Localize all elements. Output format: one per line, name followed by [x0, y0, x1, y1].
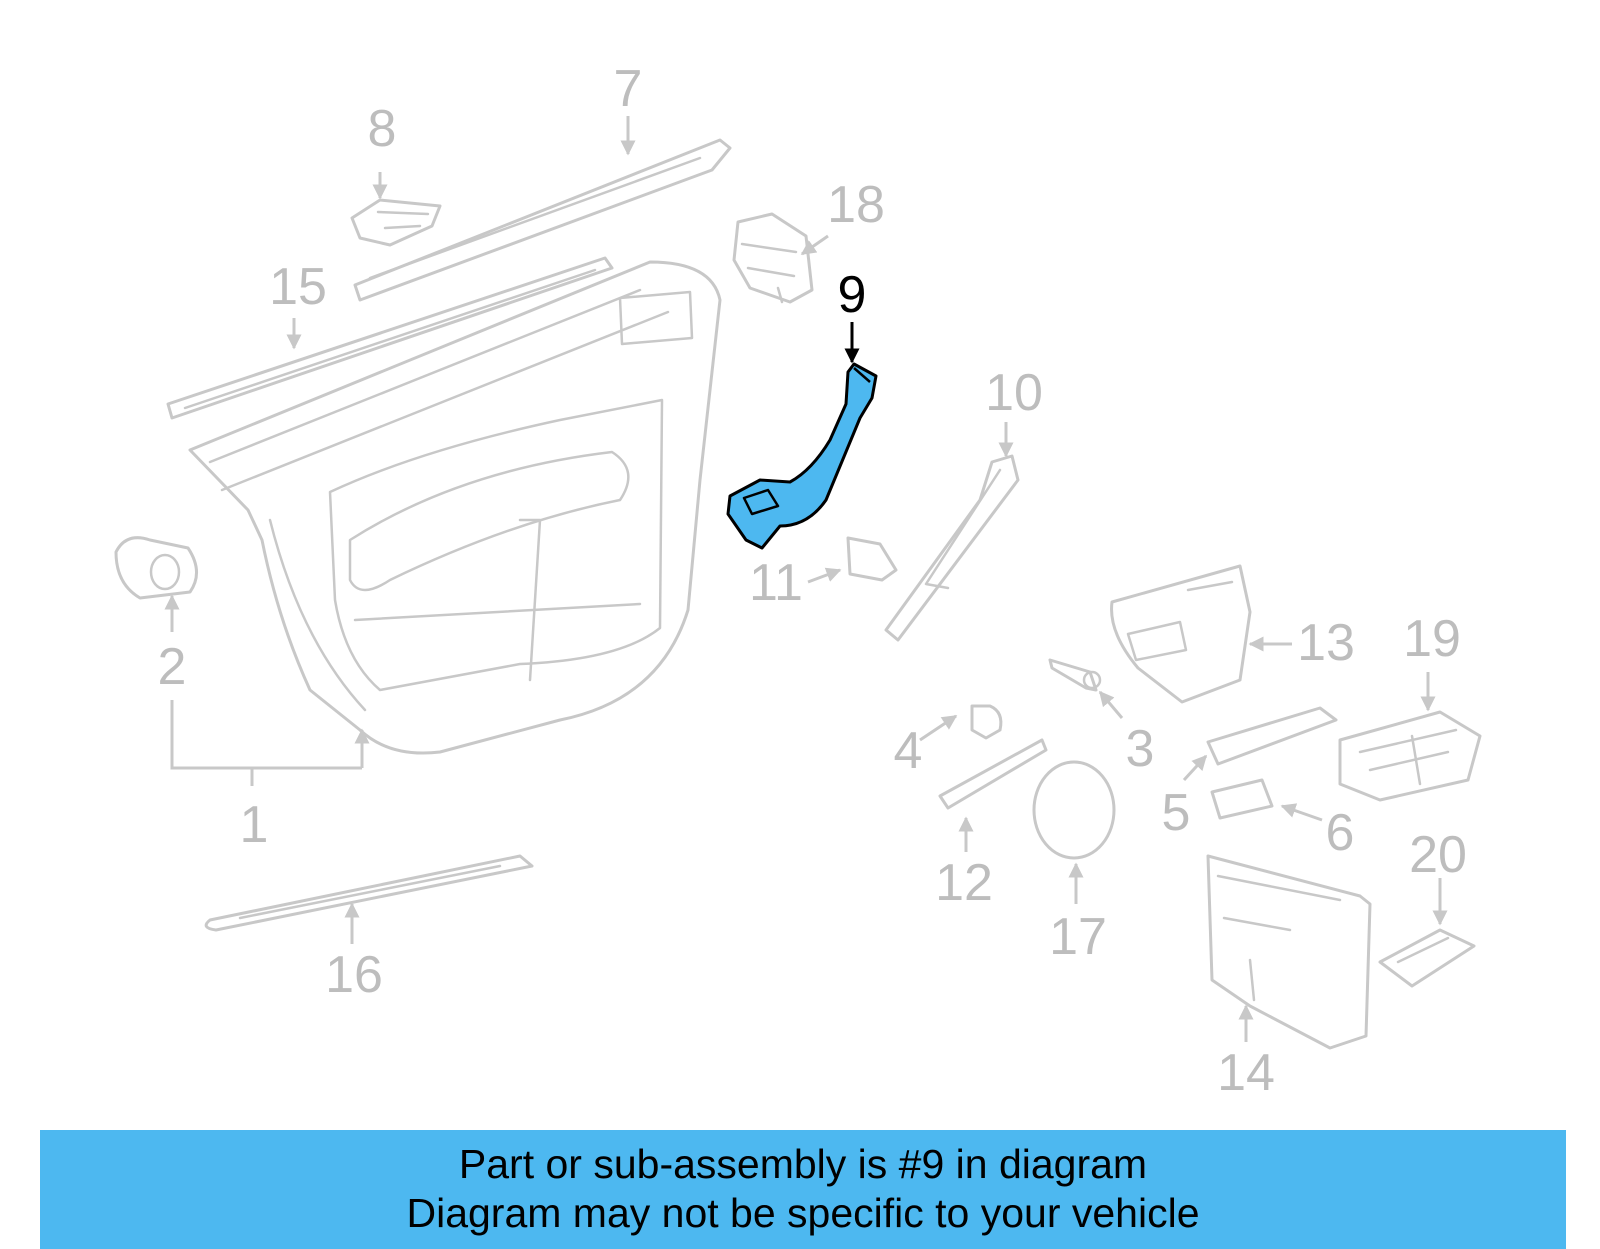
part-12-trim-piece[interactable]	[938, 738, 1048, 810]
info-banner: Part or sub-assembly is #9 in diagram Di…	[40, 1130, 1566, 1249]
part-14-water-shield[interactable]	[1206, 854, 1372, 1050]
callout-7: 7	[614, 60, 643, 118]
callout-8: 8	[368, 100, 397, 158]
part-15-weatherstrip[interactable]	[166, 256, 614, 420]
part-19-latch-housing[interactable]	[1338, 710, 1482, 802]
part-10-trim-strip[interactable]	[884, 454, 1020, 642]
part-20-latch-cover[interactable]	[1378, 928, 1476, 988]
part-13-bezel[interactable]	[1110, 564, 1252, 704]
part-6-cup[interactable]	[1210, 778, 1274, 820]
callout-5: 5	[1162, 784, 1191, 842]
part-11-clip[interactable]	[846, 536, 898, 582]
leader-lines	[164, 116, 1448, 1042]
callout-11: 11	[749, 554, 803, 612]
callout-12: 12	[935, 854, 993, 912]
callout-15: 15	[269, 258, 327, 316]
callout-9: 9	[838, 266, 867, 324]
callout-20: 20	[1409, 826, 1467, 884]
banner-line-1: Part or sub-assembly is #9 in diagram	[458, 1141, 1148, 1187]
part-5-handle-bezel[interactable]	[1206, 706, 1338, 766]
part-16-sill-strip[interactable]	[204, 854, 534, 932]
callout-10: 10	[985, 364, 1043, 422]
part-17-seal[interactable]	[1032, 760, 1116, 860]
part-8-switch[interactable]	[350, 198, 442, 247]
banner-line-2: Diagram may not be specific to your vehi…	[406, 1190, 1200, 1236]
callout-17: 17	[1049, 908, 1107, 966]
callout-3: 3	[1126, 720, 1155, 778]
callout-19: 19	[1403, 610, 1461, 668]
callout-13: 13	[1297, 614, 1355, 672]
callout-2: 2	[158, 638, 187, 696]
callout-4: 4	[894, 722, 923, 780]
callout-1: 1	[240, 796, 269, 854]
part-1-door-trim-panel[interactable]	[188, 260, 722, 755]
part-7-belt-molding[interactable]	[353, 138, 732, 302]
callout-6: 6	[1326, 804, 1355, 862]
callout-16: 16	[325, 946, 383, 1004]
part-4-clip[interactable]	[970, 704, 1003, 740]
callout-18: 18	[827, 176, 885, 234]
part-3-screw[interactable]	[1048, 658, 1102, 692]
callout-labels: 8 7 18 15 9 10 2 1 11 13 19 3 4 5 6 12 1…	[158, 60, 1467, 1102]
part-2-grommet[interactable]	[114, 536, 198, 600]
part-18-switch-housing[interactable]	[732, 212, 814, 304]
part-9-pull-handle-highlighted[interactable]	[726, 362, 878, 550]
parts-diagram: 8 7 18 15 9 10 2 1 11 13 19 3 4 5 6 12 1…	[114, 60, 1482, 1102]
callout-14: 14	[1217, 1044, 1275, 1102]
